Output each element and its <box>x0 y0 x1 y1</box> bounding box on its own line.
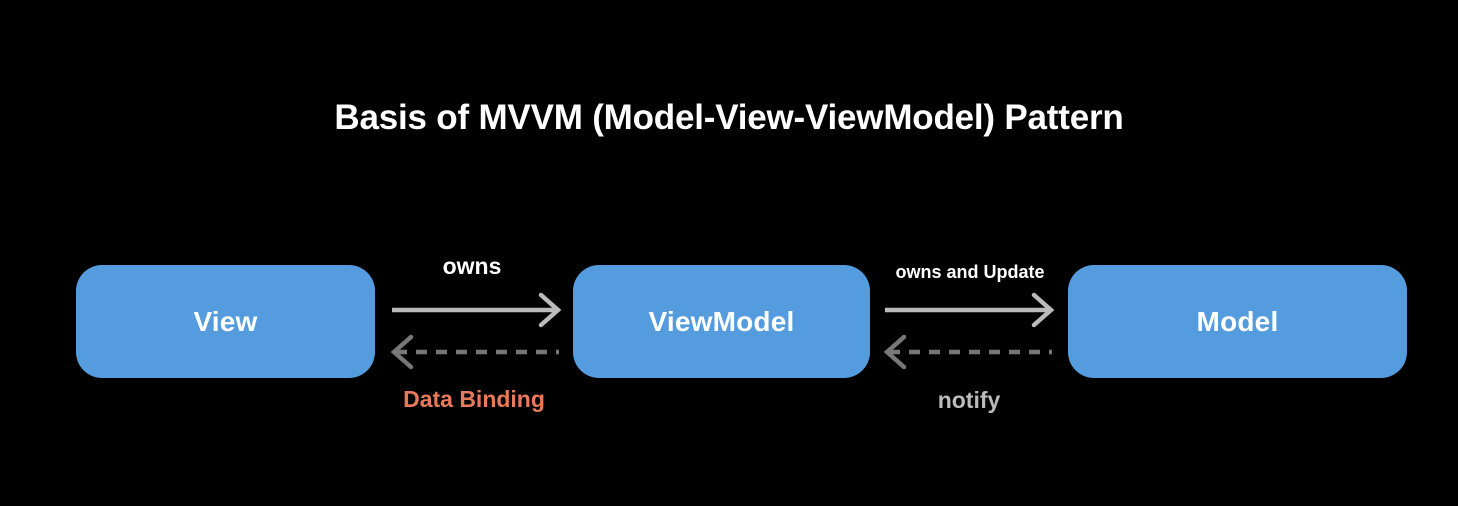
node-viewmodel-label: ViewModel <box>648 305 795 337</box>
edge-view-viewmodel-arrows <box>390 292 562 370</box>
arrow-owns-and-update-solid <box>885 292 1055 328</box>
arrow-owns-solid <box>392 292 562 328</box>
node-model-label: Model <box>1196 305 1279 337</box>
edge-label-owns: owns <box>442 253 502 279</box>
node-model[interactable]: Model <box>1068 265 1407 378</box>
edge-label-notify: notify <box>937 387 1001 413</box>
edge-group-view-viewmodel <box>386 250 566 430</box>
edge-label-data-binding: Data Binding <box>403 386 545 412</box>
arrow-notify-dashed <box>883 334 1052 370</box>
node-view[interactable]: View <box>76 265 375 378</box>
arrow-data-binding-dashed <box>390 334 559 370</box>
edge-label-owns-and-update: owns and Update <box>895 262 1045 282</box>
edge-viewmodel-model-arrows <box>883 292 1055 370</box>
node-viewmodel[interactable]: ViewModel <box>573 265 870 378</box>
node-view-label: View <box>193 305 258 337</box>
page-title: Basis of MVVM (Model-View-ViewModel) Pat… <box>334 98 1124 137</box>
edge-group-viewmodel-model <box>879 250 1059 430</box>
